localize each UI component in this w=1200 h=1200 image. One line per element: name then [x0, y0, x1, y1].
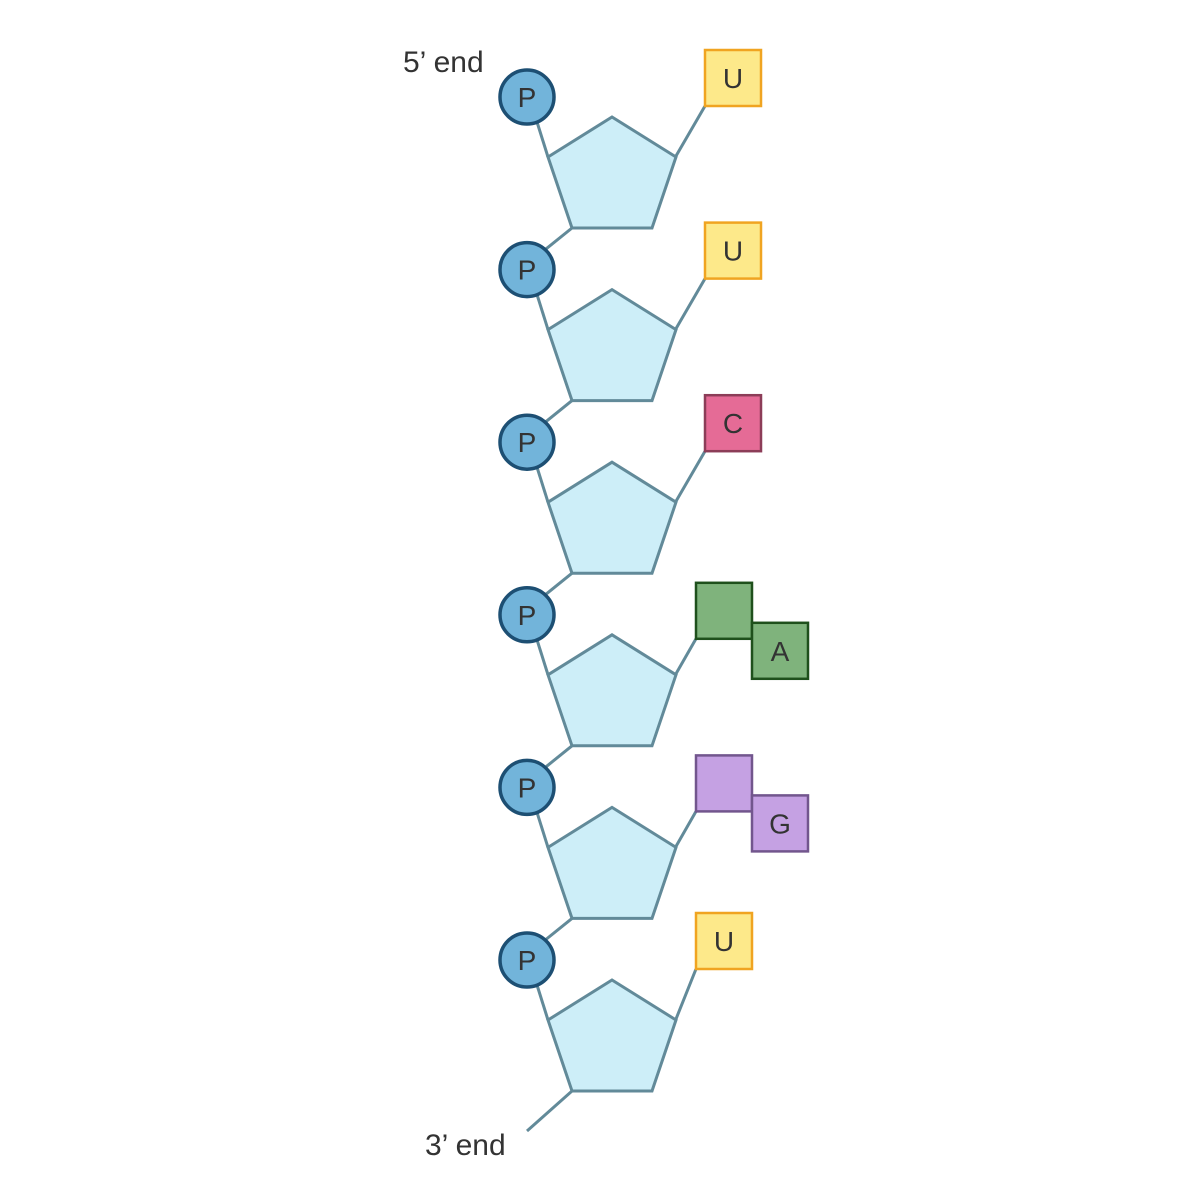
nucleotide: PU [498, 911, 754, 1093]
base-ring [694, 911, 754, 971]
base-label: A [771, 636, 790, 667]
phosphate-sugar-link [535, 639, 550, 676]
sugar-phosphate-link [543, 226, 573, 252]
ribose-sugar [546, 115, 678, 230]
base-ring-two [750, 794, 810, 853]
phosphate-sugar-link [535, 984, 550, 1021]
phosphate-group [498, 758, 556, 817]
nucleotide: PU [498, 221, 763, 403]
base-ring-one [694, 581, 754, 641]
base-ring [703, 48, 763, 108]
sugar-base-link [674, 810, 698, 848]
three-prime-tail [526, 1089, 573, 1133]
sugar-phosphate-link [543, 399, 573, 425]
three-prime-end-label: 3’ end [425, 1129, 506, 1162]
ribose-sugar [546, 805, 678, 920]
phosphate-sugar-link [535, 294, 550, 331]
ribose-sugar [546, 460, 678, 575]
phosphate-sugar-link [535, 466, 550, 503]
phosphate-label: P [518, 772, 537, 803]
sugar-base-link [674, 968, 698, 1020]
base-label: U [723, 63, 743, 94]
sugar-phosphate-link [543, 917, 573, 943]
five-prime-end-label: 5’ end [403, 46, 484, 79]
sugar-base-link [674, 450, 707, 502]
phosphate-group [498, 586, 556, 644]
base-label: G [769, 808, 791, 839]
ribose-sugar [546, 978, 678, 1093]
phosphate-label: P [518, 427, 537, 458]
base-ring-one [694, 754, 754, 813]
nucleotide: PC [498, 393, 763, 575]
phosphate-label: P [518, 82, 537, 113]
sugar-phosphate-link [543, 572, 573, 597]
base-ring [703, 221, 763, 280]
phosphate-group [498, 931, 556, 989]
sugar-phosphate-link [543, 744, 573, 770]
nucleotide: PA [498, 581, 810, 748]
phosphate-label: P [518, 600, 537, 631]
phosphate-sugar-link [535, 811, 550, 848]
phosphate-label: P [518, 945, 537, 976]
ribose-sugar [546, 633, 678, 748]
phosphate-sugar-link [535, 121, 550, 158]
backbone-links [526, 105, 707, 1133]
phosphate-group [498, 240, 556, 299]
base-ring [703, 393, 763, 453]
phosphate-group [498, 413, 556, 471]
base-label: C [723, 408, 743, 439]
base-label: U [723, 236, 743, 267]
phosphate-group [498, 68, 556, 126]
base-ring-two [750, 621, 810, 681]
nucleotide: PU [498, 48, 763, 230]
ribose-sugar [546, 287, 678, 403]
nucleotide: PG [498, 754, 810, 920]
base-label: U [714, 926, 734, 957]
sugar-base-link [674, 638, 698, 675]
sugar-base-link [674, 277, 707, 330]
phosphate-label: P [518, 255, 537, 286]
sugar-base-link [674, 105, 707, 157]
